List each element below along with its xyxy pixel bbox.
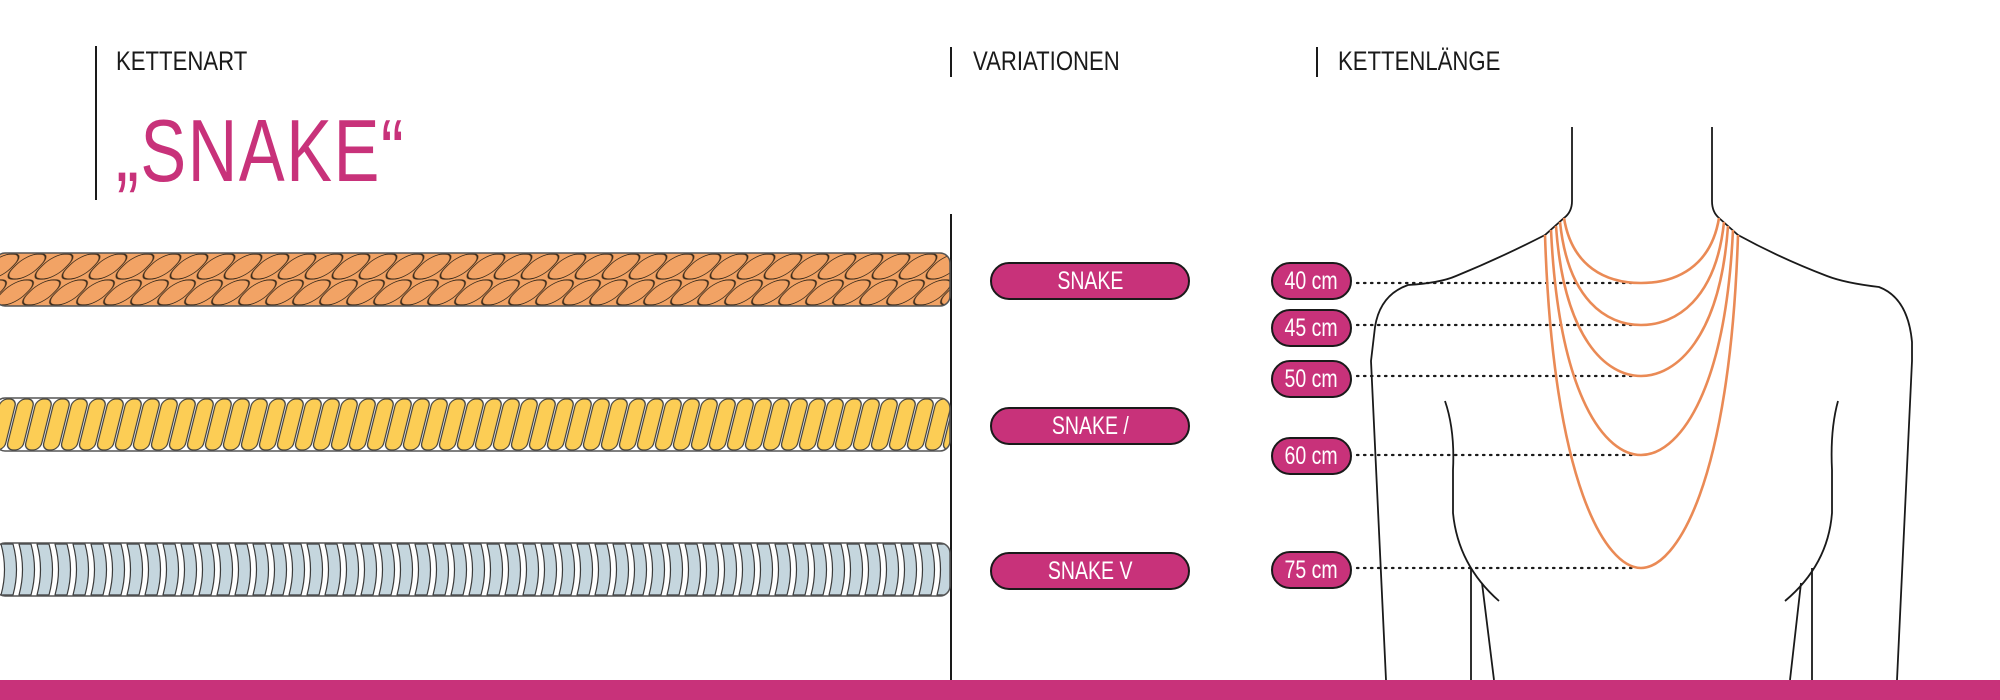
header-divider <box>95 46 97 200</box>
chain-snake <box>0 252 951 307</box>
length-60-button[interactable]: 60 cm <box>1271 437 1352 475</box>
bottom-accent-bar <box>0 680 2000 700</box>
arm-left-line <box>1470 568 1495 681</box>
variations-divider <box>950 47 952 77</box>
section-divider <box>950 214 952 684</box>
length-label: 50 cm <box>1284 364 1339 393</box>
variation-label: SNAKE V <box>1047 556 1133 585</box>
length-label: KETTENLÄNGE <box>1338 46 1501 76</box>
torso-outline <box>1370 127 1913 681</box>
necklace-40cm <box>1562 217 1721 285</box>
chain-snake-v <box>0 542 951 597</box>
length-45-button[interactable]: 45 cm <box>1271 309 1352 347</box>
necklaces <box>1543 217 1740 570</box>
chain-type-title: „SNAKE“ <box>116 101 406 200</box>
length-divider <box>1316 47 1318 77</box>
length-75-button[interactable]: 75 cm <box>1271 551 1352 589</box>
chest-right-line <box>1784 400 1839 602</box>
variation-snake-slash-button[interactable]: SNAKE / <box>990 407 1190 445</box>
length-label: 60 cm <box>1284 441 1339 470</box>
variation-label: SNAKE / <box>1051 411 1129 440</box>
chest-left-line <box>1444 400 1500 602</box>
arm-right-line <box>1789 568 1813 681</box>
chain-snake-slash <box>0 397 951 452</box>
torso-right-outline <box>1711 127 1913 681</box>
length-guides <box>1355 281 1639 570</box>
length-50-button[interactable]: 50 cm <box>1271 360 1352 398</box>
variations-label: VARIATIONEN <box>973 46 1120 76</box>
length-label: 75 cm <box>1284 555 1339 584</box>
torso-left-outline <box>1370 127 1573 681</box>
variation-label: SNAKE <box>1056 266 1124 295</box>
chain-type-label: KETTENART <box>116 46 248 76</box>
necklace-50cm <box>1554 225 1730 378</box>
length-label: 40 cm <box>1284 266 1339 295</box>
length-label: 45 cm <box>1284 313 1339 342</box>
necklace-75cm <box>1543 234 1740 570</box>
necklace-60cm <box>1549 229 1735 457</box>
necklace-45cm <box>1558 221 1726 327</box>
length-40-button[interactable]: 40 cm <box>1271 262 1352 300</box>
variation-snake-button[interactable]: SNAKE <box>990 262 1190 300</box>
variation-snake-v-button[interactable]: SNAKE V <box>990 552 1190 590</box>
